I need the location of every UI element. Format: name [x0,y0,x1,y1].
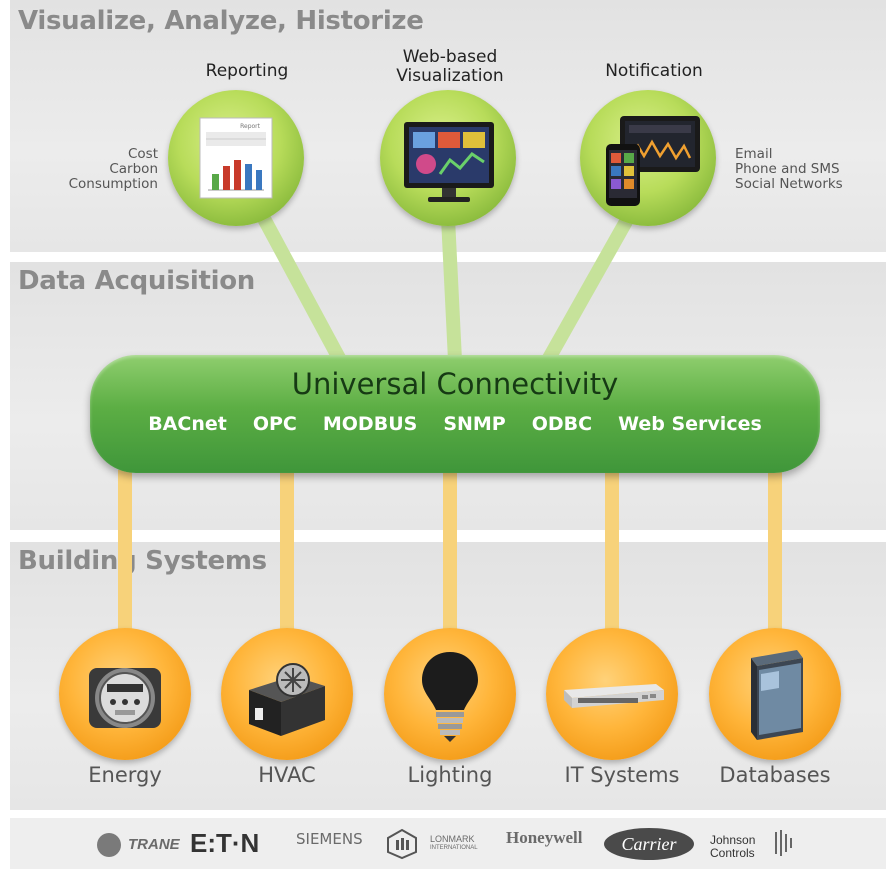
reporting-circle: Report [168,90,304,226]
protocol-snmp: SNMP [443,413,506,435]
protocol-modbus: MODBUS [322,413,418,435]
it-systems-label: IT Systems [564,763,680,787]
tablet-phone-icon [606,116,700,206]
logo-siemens: SIEMENS [296,830,363,848]
section-title-visualize: Visualize, Analyze, Historize [18,6,424,36]
connector-web [441,217,462,361]
section-title-data-acquisition: Data Acquisition [18,266,256,296]
protocol-odbc: ODBC [531,413,593,435]
databases-circle [709,628,841,760]
protocol-web-services: Web Services [618,413,762,435]
protocol-opc: OPC [252,413,297,435]
web-visualization-label: Web-based Visualization [396,47,504,86]
network-switch-icon [564,684,664,708]
trane-globe-icon [97,833,121,857]
logo-honeywell: Honeywell [506,828,583,847]
lighting-circle [384,628,516,760]
monitor-dashboard-icon [404,122,494,202]
section-title-building-systems: Building Systems [18,546,267,576]
lonmark-cube-icon [387,828,417,860]
connector-reporting [255,211,347,364]
logo-eaton: E:T·N [190,828,260,858]
hvac-circle [221,628,353,760]
hub-title: Universal Connectivity [291,367,619,401]
protocol-bacnet: BACnet [148,413,227,435]
protocol-list: BACnet OPC MODBUS SNMP ODBC Web Services [90,413,820,435]
notification-circle [580,90,716,226]
energy-meter-icon [89,668,161,728]
reporting-notes: Cost Carbon Consumption [68,146,158,192]
johnson-controls-symbol-icon [775,830,792,856]
connector-notification [541,214,635,364]
it-systems-circle [546,628,678,760]
notification-notes: Email Phone and SMS Social Networks [735,146,843,192]
hvac-label: HVAC [258,763,316,787]
light-bulb-icon [422,652,478,742]
energy-label: Energy [88,763,162,787]
logo-trane: TRANE [128,836,180,853]
notification-label: Notification [605,61,703,81]
report-chart-icon: Report [199,117,273,199]
logo-carrier: Carrier [604,828,694,860]
server-icon [751,650,803,740]
logo-lonmark: LONMARK INTERNATIONAL [430,834,478,852]
web-visualization-circle [380,90,516,226]
reporting-label: Reporting [205,61,289,81]
energy-circle [59,628,191,760]
databases-label: Databases [719,763,831,787]
logo-johnson-controls: Johnson Controls [710,833,756,860]
svg-text:Report: Report [240,123,261,130]
lighting-label: Lighting [407,763,493,787]
universal-connectivity-hub: Universal Connectivity BACnet OPC MODBUS… [90,355,820,473]
hvac-unit-icon [249,663,325,736]
vendor-logo-bar: TRANE E:T·N SIEMENS LONMARK INTERNATIONA… [10,818,886,869]
